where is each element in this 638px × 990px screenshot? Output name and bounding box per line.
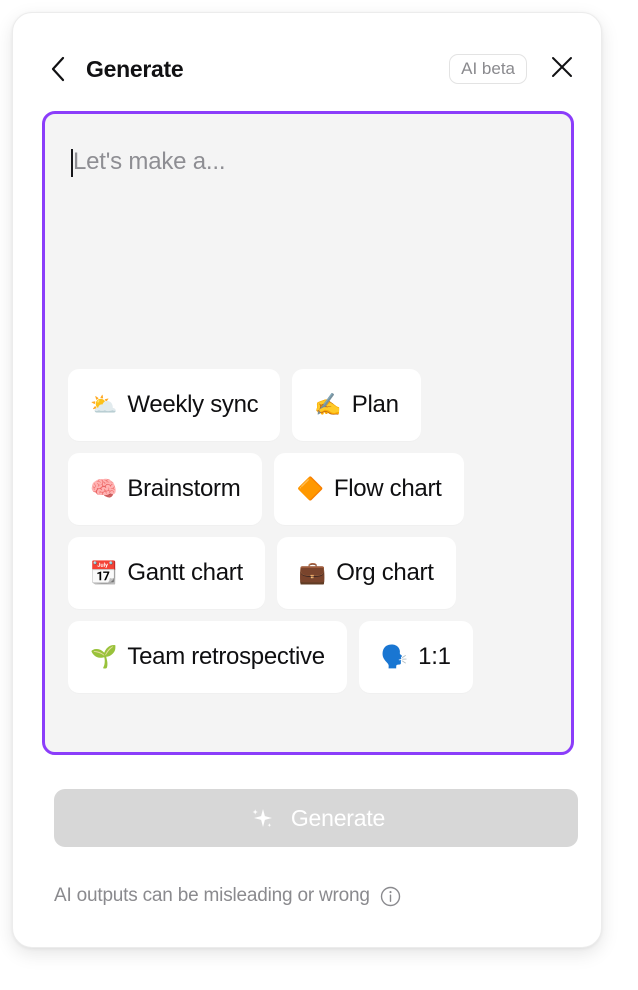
- suggestion-chip-label: Team retrospective: [127, 643, 325, 670]
- suggestion-chip-label: Flow chart: [333, 475, 442, 502]
- brain-icon: 🧠: [90, 476, 118, 501]
- suggestion-chip[interactable]: 📆 Gantt chart: [68, 537, 265, 609]
- suggestion-chip-label: Org chart: [336, 559, 434, 586]
- suggestion-chip[interactable]: 💼 Org chart: [276, 537, 456, 609]
- page-title: Generate: [86, 55, 184, 82]
- suggestion-chip[interactable]: 🌱 Team retrospective: [68, 621, 347, 693]
- suggestion-chip-label: Weekly sync: [127, 391, 259, 418]
- generate-button[interactable]: Generate: [54, 789, 578, 847]
- generate-button-label: Generate: [290, 804, 386, 831]
- info-circle-icon[interactable]: [380, 886, 401, 907]
- close-icon: [550, 55, 574, 84]
- suggestion-chip[interactable]: ✍️ Plan: [292, 369, 421, 441]
- seedling-icon: 🌱: [90, 644, 118, 669]
- back-button[interactable]: [43, 52, 73, 86]
- close-button[interactable]: [545, 52, 579, 86]
- calendar-icon: 📆: [90, 560, 118, 585]
- sun-behind-cloud-icon: ⛅: [90, 392, 118, 417]
- ai-beta-badge[interactable]: AI beta: [449, 54, 527, 84]
- disclaimer-text: AI outputs can be misleading or wrong: [54, 885, 370, 906]
- prompt-panel: Let's make a... ⛅ Weekly sync ✍️ Plan 🧠 Brain…: [42, 111, 574, 755]
- suggestion-chip[interactable]: 🗣️ 1:1: [358, 621, 473, 693]
- generate-panel-card: Generate AI beta Let's make a... ⛅ Weekly…: [12, 12, 602, 948]
- briefcase-icon: 💼: [298, 560, 327, 585]
- suggestion-chip-label: Plan: [351, 391, 399, 418]
- prompt-input[interactable]: Let's make a...: [45, 114, 571, 364]
- text-caret: [71, 149, 73, 177]
- suggestion-chip-list: ⛅ Weekly sync ✍️ Plan 🧠 Brainstorm 🔶 Flow chart…: [68, 369, 554, 693]
- prompt-placeholder: Let's make a...: [73, 148, 226, 175]
- panel-header: Generate AI beta: [13, 39, 601, 99]
- sparkle-icon: [247, 804, 275, 832]
- suggestion-chip-label: Brainstorm: [127, 475, 241, 502]
- writing-hand-icon: ✍️: [314, 392, 342, 417]
- speaking-head-icon: 🗣️: [380, 644, 409, 669]
- footer-disclaimer: AI outputs can be misleading or wrong: [54, 881, 564, 911]
- suggestion-chip[interactable]: ⛅ Weekly sync: [68, 369, 281, 441]
- orange-diamond-icon: 🔶: [296, 476, 324, 501]
- suggestion-chip[interactable]: 🧠 Brainstorm: [68, 453, 263, 525]
- chevron-left-icon: [50, 56, 66, 82]
- suggestion-chip[interactable]: 🔶 Flow chart: [274, 453, 464, 525]
- suggestion-chip-label: 1:1: [418, 643, 451, 670]
- suggestion-chip-label: Gantt chart: [127, 559, 243, 586]
